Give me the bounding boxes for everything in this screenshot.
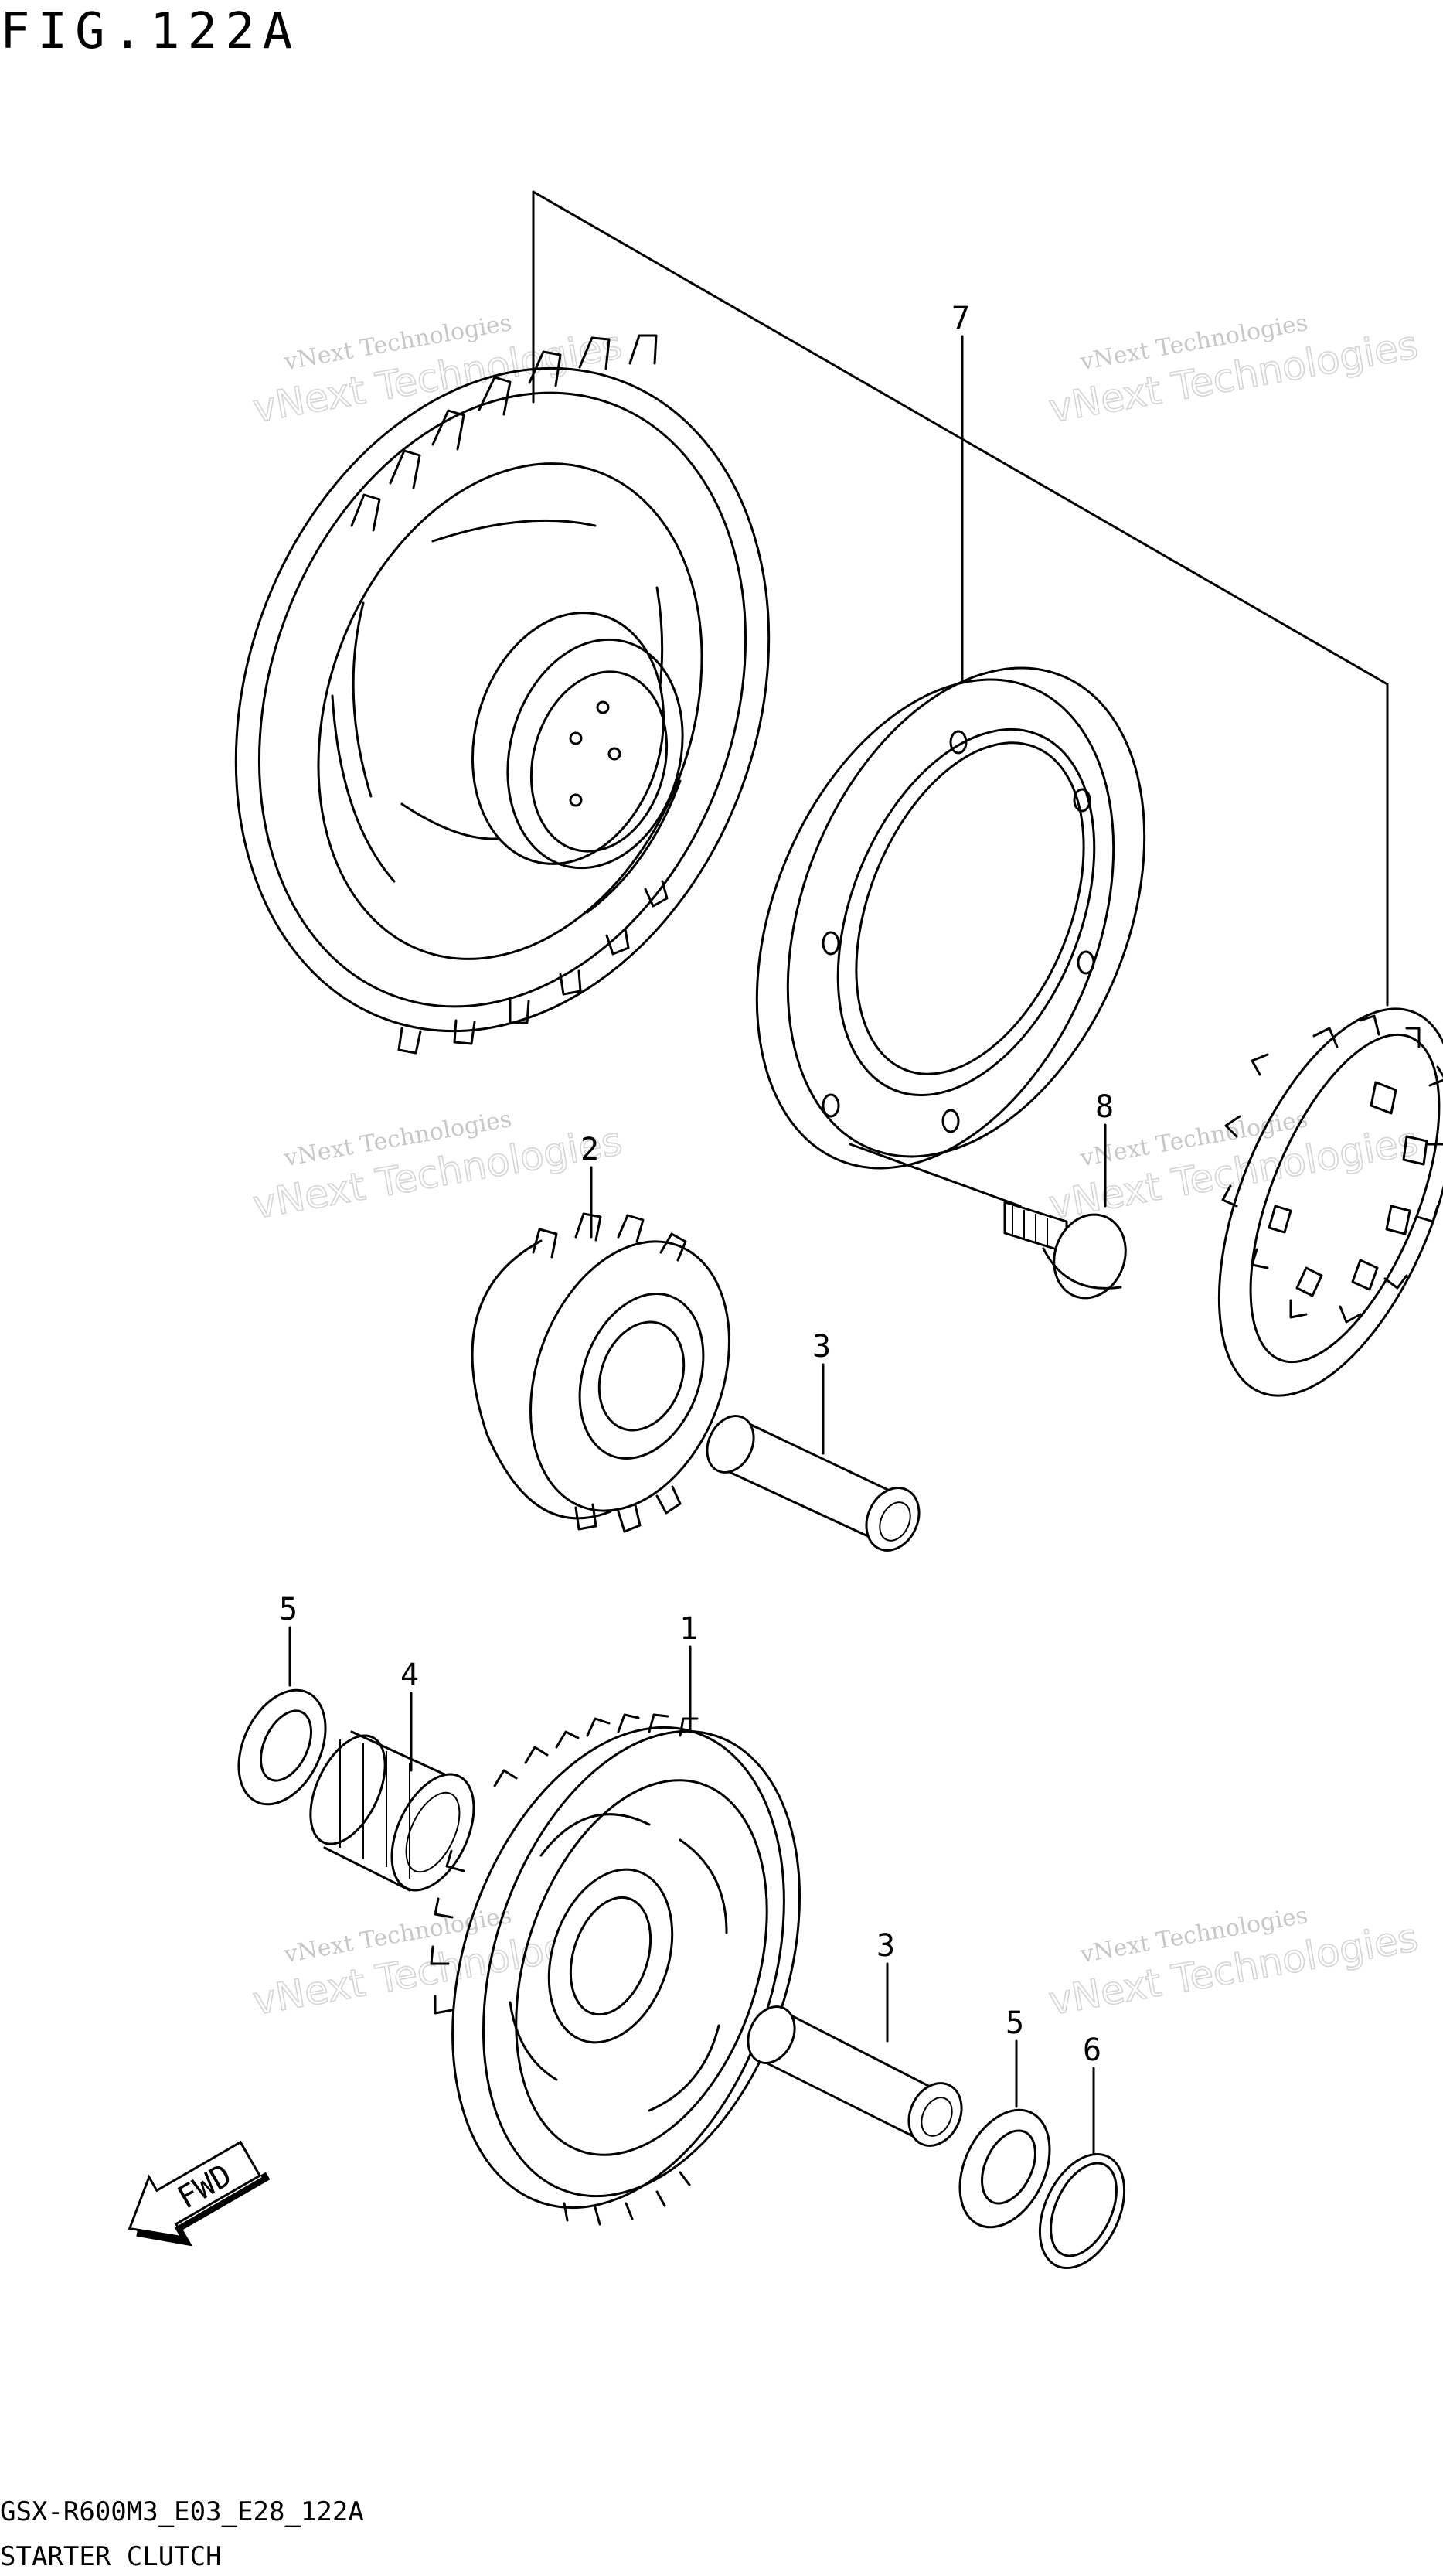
callout-5-left: 5 <box>279 1592 298 1627</box>
callout-5-right: 5 <box>1006 2005 1024 2041</box>
figure-caption: STARTER CLUTCH <box>0 2541 222 2572</box>
idle-shaft-lower <box>747 2005 963 2147</box>
starter-driven-gear <box>234 334 771 1055</box>
callout-3-lower: 3 <box>876 1928 895 1964</box>
callout-1: 1 <box>679 1611 698 1647</box>
thrust-washer-left <box>237 1688 327 1806</box>
callout-6: 6 <box>1083 2033 1101 2068</box>
callout-8: 8 <box>1095 1089 1114 1125</box>
fwd-arrow-icon: FWD <box>128 2140 271 2247</box>
thrust-washer-right <box>958 2108 1051 2229</box>
idler-shaft-upper <box>706 1415 921 1552</box>
callout-7: 7 <box>951 301 970 336</box>
callout-labels: 7 8 2 3 5 4 1 3 5 6 <box>279 301 1114 2068</box>
starter-idle-gear <box>430 1713 801 2226</box>
watermark-3: vNext Technologies vNext Technologies <box>249 1106 625 1228</box>
callout-2: 2 <box>580 1132 599 1167</box>
watermark-6: vNext Technologies vNext Technologies <box>1045 1902 1421 2025</box>
model-code: GSX-R600M3_E03_E28_122A <box>0 2496 364 2527</box>
assembly-bracket <box>532 190 1389 1007</box>
washer-6 <box>1038 2152 1126 2270</box>
callout-3-upper: 3 <box>812 1329 831 1365</box>
leader-lines <box>288 335 1107 2155</box>
needle-bearing <box>309 1730 475 1892</box>
figure-title: FIG.122A <box>0 3 300 60</box>
bolt <box>1003 1201 1127 1300</box>
callout-4: 4 <box>400 1658 419 1693</box>
watermark-1: vNext Technologies vNext Technologies <box>249 309 625 432</box>
watermark-2: vNext Technologies vNext Technologies <box>1045 309 1421 432</box>
idler-gear <box>471 1212 730 1533</box>
starter-clutch-housing <box>755 666 1146 1208</box>
one-way-clutch <box>1217 1007 1443 1397</box>
